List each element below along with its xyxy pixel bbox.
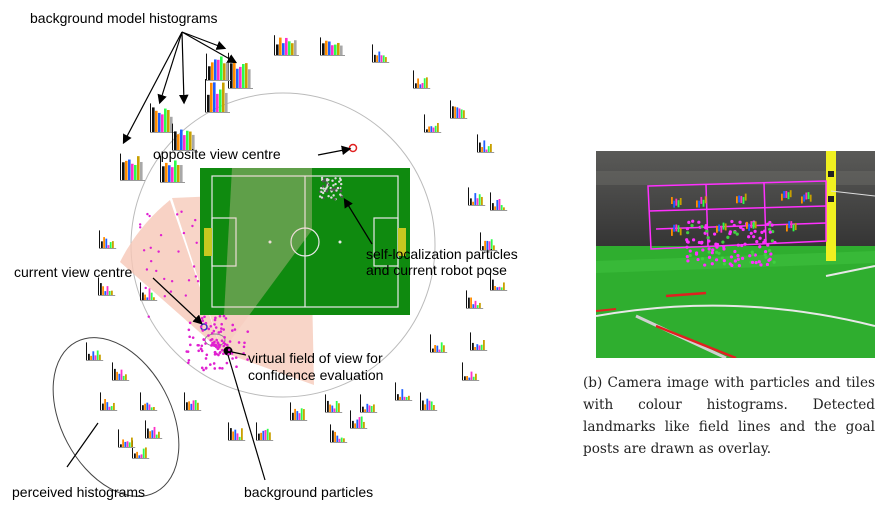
histogram-glyph [480, 232, 498, 251]
label-perceived-histograms: perceived histograms [12, 484, 146, 500]
figure-b-caption: (b) Camera image with particles and tile… [583, 375, 875, 457]
histogram-glyph [477, 134, 495, 153]
histogram-glyph [98, 277, 116, 296]
label-opposite-view-centre: opposite view centre [153, 146, 281, 162]
histogram-glyph [320, 37, 345, 56]
histogram-glyph [360, 394, 378, 413]
fov-wedge-left [120, 200, 222, 352]
perceived-histograms-ellipse [52, 337, 180, 497]
histogram-glyph [132, 440, 150, 459]
histogram-glyph [112, 362, 130, 381]
histogram-glyph [420, 392, 438, 411]
label-arrows [66, 31, 373, 481]
histogram-glyph [150, 103, 175, 133]
histogram-glyph [145, 420, 163, 439]
histogram-glyph [140, 282, 158, 301]
histogram-glyph [206, 53, 231, 81]
histogram-glyph [205, 79, 230, 113]
histogram-glyph [184, 392, 202, 411]
histogram-glyph [325, 394, 343, 413]
label-virtual-fov-2: confidence evaluation [248, 367, 384, 383]
histogram-glyph [450, 100, 468, 119]
histogram-glyph [160, 155, 185, 183]
histogram-glyph [228, 422, 246, 441]
label-self-localization-1: self-localization particles [366, 246, 518, 262]
histogram-glyph [424, 114, 442, 133]
camera-image [596, 151, 875, 358]
histogram-glyph [99, 230, 117, 249]
histogram-glyph [468, 187, 486, 206]
histogram-glyph [372, 44, 390, 63]
histogram-glyph [118, 429, 136, 448]
histogram-glyph [330, 424, 348, 443]
histogram-glyph [462, 362, 480, 381]
label-background-model-histograms: background model histograms [30, 10, 218, 26]
histogram-glyph [395, 382, 413, 401]
histogram-glyph [490, 192, 508, 211]
histogram-glyph [413, 70, 431, 89]
histogram-glyph [120, 153, 145, 181]
histogram-glyph [86, 342, 104, 361]
histogram-glyph [490, 272, 508, 291]
histogram-glyph [100, 392, 118, 411]
histogram-glyph [274, 35, 299, 56]
histogram-glyph [430, 334, 448, 353]
robot-pose-dot [223, 346, 233, 356]
histogram-glyph [466, 290, 484, 309]
soccer-field [200, 168, 410, 315]
histograms-layer [86, 35, 508, 459]
histogram-glyph [470, 332, 488, 351]
label-background-particles: background particles [244, 484, 374, 500]
histogram-glyph [256, 422, 274, 441]
histogram-glyph [172, 123, 197, 151]
histogram-glyph [140, 392, 158, 411]
label-virtual-fov-1: virtual field of view for [248, 350, 383, 366]
self-localization-particles [318, 176, 344, 201]
label-current-view-centre: current view centre [14, 264, 133, 280]
histogram-glyph [290, 402, 308, 421]
histogram-glyph [350, 410, 368, 429]
label-self-localization-2: and current robot pose [366, 262, 507, 278]
